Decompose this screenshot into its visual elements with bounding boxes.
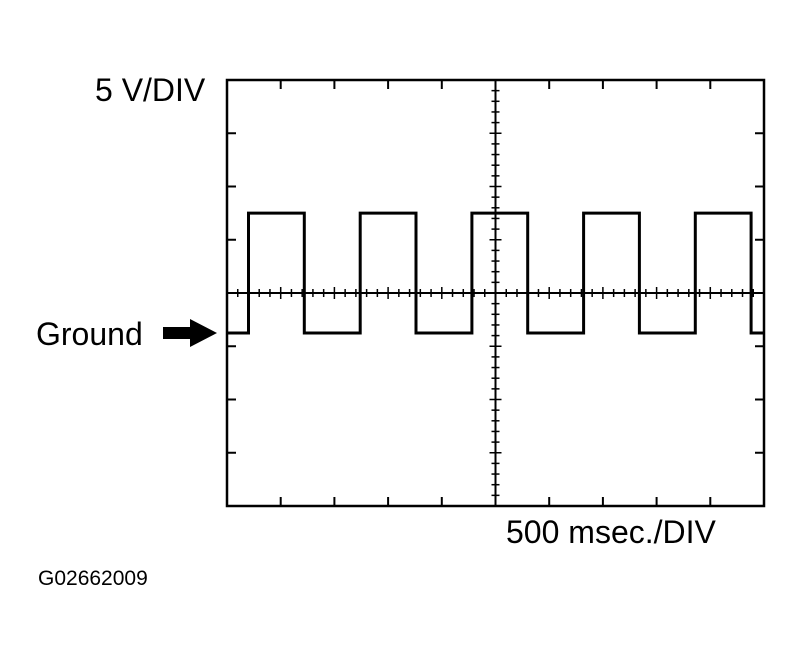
figure-code: G02662009 [38,567,148,590]
square-wave-signal [227,211,764,335]
ground-arrow-icon [163,319,217,347]
ground-label: Ground [36,316,143,352]
horizontal-scale-label: 500 msec./DIV [506,514,716,550]
vertical-scale-label: 5 V/DIV [95,72,206,108]
